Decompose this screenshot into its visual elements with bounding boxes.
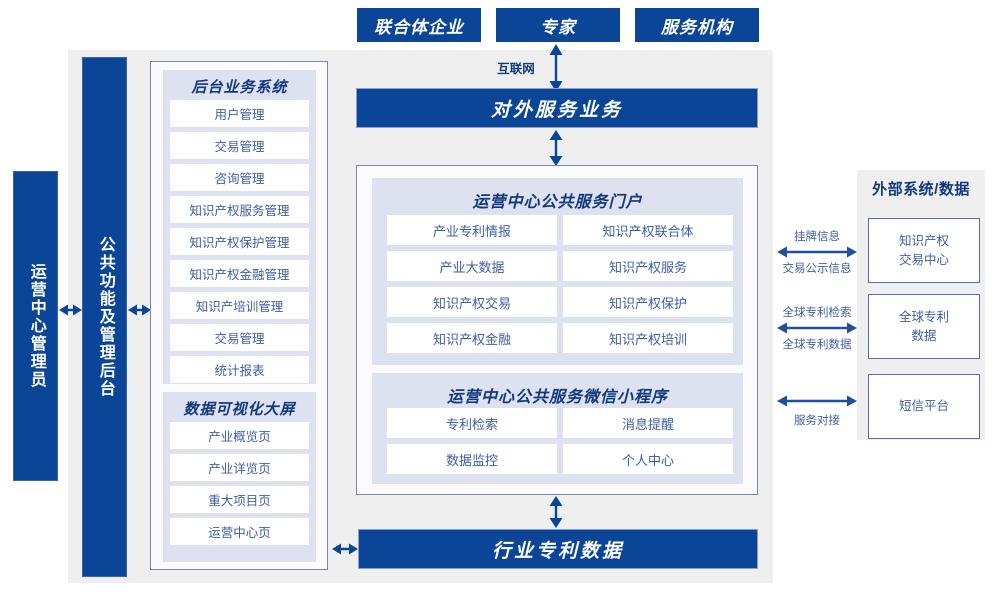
portal-to-patentdata-arrow [546,496,566,528]
extbox-line1: 知识产权 [898,234,949,249]
external-connector-arrow-1 [777,243,857,261]
visualization-item[interactable]: 运营中心页 [170,518,309,545]
connector-label-below: 交易公示信息 [782,263,852,275]
miniprogram-item[interactable]: 消息提醒 [563,408,733,438]
extbox-sms-platform[interactable]: 短信平台 [868,374,980,439]
backend-item[interactable]: 用户管理 [170,100,309,127]
industry-patent-data-banner[interactable]: 行业专利数据 [358,529,758,569]
backend-item[interactable]: 咨询管理 [170,164,309,191]
portal-item[interactable]: 知识产权培训 [563,323,733,353]
actor-label: 服务机构 [661,17,733,37]
vbar-operation-center-admin[interactable]: 运营中心管理员 [13,171,58,481]
portal-item[interactable]: 知识产权联合体 [563,215,733,245]
backend-item[interactable]: 交易管理 [170,132,309,159]
visualization-to-patentdata-arrow [332,539,358,559]
backend-item[interactable]: 知识产权保护管理 [170,228,309,255]
miniprogram-title: 运营中心公共服务微信小程序 [446,389,668,406]
portal-item[interactable]: 知识产权交易 [387,287,557,317]
miniprogram-item[interactable]: 专利检索 [387,408,557,438]
external-connector-arrow-3 [777,392,857,410]
internet-connector-arrow [546,44,566,92]
connector-label-above: 全球专利检索 [782,307,852,319]
external-service-banner[interactable]: 对外服务业务 [356,88,758,128]
portal-item[interactable]: 产业大数据 [387,251,557,281]
extbox-line2: 数据 [911,328,937,343]
actor-label: 专家 [540,17,576,37]
vbar-common-function-admin-backend[interactable]: 公共功能及管理后台 [82,57,127,577]
extbox-line1: 全球专利 [898,310,949,325]
actor-expert[interactable]: 专家 [496,8,620,42]
data-visualization-title: 数据可视化大屏 [183,401,296,418]
backend-item[interactable]: 知识产权金融管理 [170,260,309,287]
connector-label-below: 服务对接 [794,415,840,427]
extbox-line1: 短信平台 [898,399,949,414]
portal-item[interactable]: 产业专利情报 [387,215,557,245]
vbar-label: 公共功能及管理后台 [96,236,114,398]
vbar-label: 运营中心管理员 [27,263,45,389]
visualization-item[interactable]: 重大项目页 [170,486,309,513]
internet-label: 互联网 [497,62,535,76]
backend-item[interactable]: 交易管理 [170,324,309,351]
backend-system-title: 后台业务系统 [191,79,288,96]
external-service-banner-label: 对外服务业务 [490,99,623,121]
external-systems-title: 外部系统/数据 [872,181,970,198]
miniprogram-item[interactable]: 个人中心 [563,444,733,474]
extbox-ip-trading-center[interactable]: 知识产权 交易中心 [868,218,980,283]
extbox-global-patent-data[interactable]: 全球专利 数据 [868,294,980,359]
visualization-item[interactable]: 产业概览页 [170,422,309,449]
connector-label-below: 全球专利数据 [782,339,852,351]
backend-item[interactable]: 知识产权服务管理 [170,196,309,223]
connector-label-above: 挂牌信息 [794,231,840,243]
portal-title: 运营中心公共服务门户 [472,194,643,211]
backend-item[interactable]: 知识产培训管理 [170,292,309,319]
admin-to-backend-arrow [59,300,82,320]
portal-item[interactable]: 知识产权服务 [563,251,733,281]
actor-service-agency[interactable]: 服务机构 [635,8,759,42]
actor-label: 联合体企业 [374,17,464,37]
external-connector-arrow-2 [777,319,857,337]
actor-consortium-enterprise[interactable]: 联合体企业 [357,8,481,42]
visualization-item[interactable]: 产业详览页 [170,454,309,481]
service-to-portal-arrow [546,130,566,166]
backend-connector-arrow [128,300,151,320]
industry-patent-data-label: 行业专利数据 [491,540,624,562]
backend-item[interactable]: 统计报表 [170,356,309,383]
extbox-line2: 交易中心 [898,252,949,267]
miniprogram-item[interactable]: 数据监控 [387,444,557,474]
portal-item[interactable]: 知识产权保护 [563,287,733,317]
portal-item[interactable]: 知识产权金融 [387,323,557,353]
